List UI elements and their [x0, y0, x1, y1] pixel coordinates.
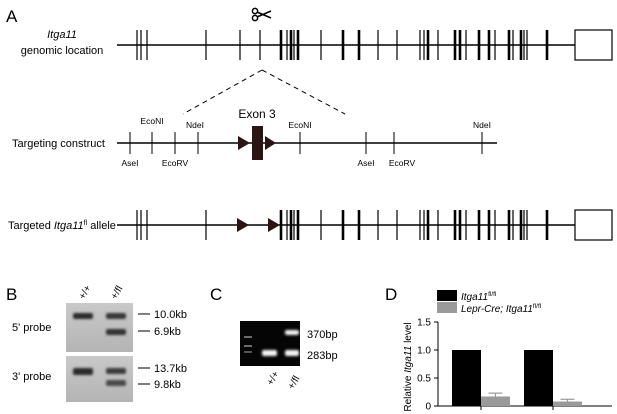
- site-econi-1: EcoNI: [140, 116, 163, 126]
- genomic-location-label-2: genomic location: [21, 45, 104, 57]
- lane-label-wt: +/+: [77, 283, 94, 301]
- bar-series1-group1: [553, 401, 582, 406]
- site-econi-2: EcoNI: [288, 120, 311, 130]
- site-ndei-2: NdeI: [473, 120, 491, 130]
- y-axis-label: Relative Itga11 level: [403, 322, 414, 411]
- marker-283bp: 283bp: [307, 350, 338, 362]
- site-ecorv-1: EcoRV: [162, 158, 189, 168]
- marker-13.7kb: 13.7kb: [154, 363, 187, 375]
- zoom-line-right: [261, 69, 346, 115]
- y-tick-label: 1.5: [417, 318, 431, 329]
- targeting-construct: [117, 126, 497, 160]
- marker-9.8kb: 9.8kb: [154, 379, 181, 391]
- bar-series1-group0: [481, 396, 510, 406]
- genomic-location-label: Itga11: [47, 29, 77, 41]
- targeted-allele-label: Targeted Itga11fl allele: [8, 220, 116, 232]
- scissors-icon: [251, 7, 272, 22]
- y-tick-label: 0.5: [417, 374, 431, 385]
- panel-c-letter: C: [210, 285, 222, 304]
- marker-10kb: 10.0kb: [154, 309, 187, 321]
- exon3-box: [252, 126, 263, 160]
- pcr-band-wt-283bp: [262, 350, 277, 356]
- bar-series0-group1: [524, 350, 553, 406]
- exon3-label: Exon 3: [238, 107, 276, 121]
- band-3p-fl-9.8kb: [106, 380, 126, 386]
- band-5p-wt-10kb: [73, 313, 93, 319]
- targeted-allele: [117, 209, 613, 241]
- marker-6.9kb: 6.9kb: [154, 326, 181, 338]
- marker-370bp: 370bp: [307, 329, 338, 341]
- legend-label-1: Lepr-Cre; Itga11fl/fl: [461, 303, 542, 315]
- loxp-right: [265, 136, 276, 150]
- pcr-band-fl-283bp: [285, 350, 299, 356]
- blot-5prime: [66, 303, 133, 352]
- site-ecorv-2: EcoRV: [389, 158, 416, 168]
- pcr-lane-label-fl: +/fl: [286, 374, 302, 391]
- band-5p-fl-10kb: [106, 313, 126, 319]
- band-3p-wt-13.7kb: [73, 368, 93, 375]
- bar-series0-group0: [452, 350, 481, 406]
- legend-label-0: Itga11fl/fl: [461, 291, 497, 303]
- pcr-gel: [240, 321, 300, 366]
- y-tick-label: 0: [425, 402, 431, 413]
- blot-3prime: [66, 356, 133, 402]
- loxp-allele-right: [268, 218, 280, 232]
- pcr-band-fl-370bp: [285, 330, 299, 335]
- probe-3prime-label: 3' probe: [12, 371, 51, 383]
- loxp-allele-left: [237, 218, 249, 232]
- site-asei-1: AseI: [121, 158, 138, 168]
- targeting-construct-label: Targeting construct: [12, 138, 105, 150]
- loxp-left: [238, 136, 250, 150]
- zoom-line-left: [182, 69, 263, 115]
- band-3p-fl-13.7kb: [106, 368, 126, 374]
- panel-b-letter: B: [6, 285, 17, 304]
- bar-chart: 0 0.5 1.0 1.5: [417, 318, 612, 413]
- panel-a-letter: A: [6, 7, 18, 26]
- lane-label-fl: +/fl: [109, 284, 125, 301]
- site-ndei-1: NdeI: [186, 120, 204, 130]
- pcr-lane-label-wt: +/+: [265, 369, 282, 387]
- y-tick-label: 1.0: [417, 346, 431, 357]
- site-asei-2: AseI: [357, 158, 374, 168]
- legend-swatch-0: [437, 290, 457, 301]
- legend-swatch-1: [437, 302, 457, 313]
- probe-5prime-label: 5' probe: [12, 322, 51, 334]
- panel-d-letter: D: [385, 285, 397, 304]
- genomic-locus: [117, 29, 613, 61]
- band-5p-fl-6.9kb: [106, 329, 126, 335]
